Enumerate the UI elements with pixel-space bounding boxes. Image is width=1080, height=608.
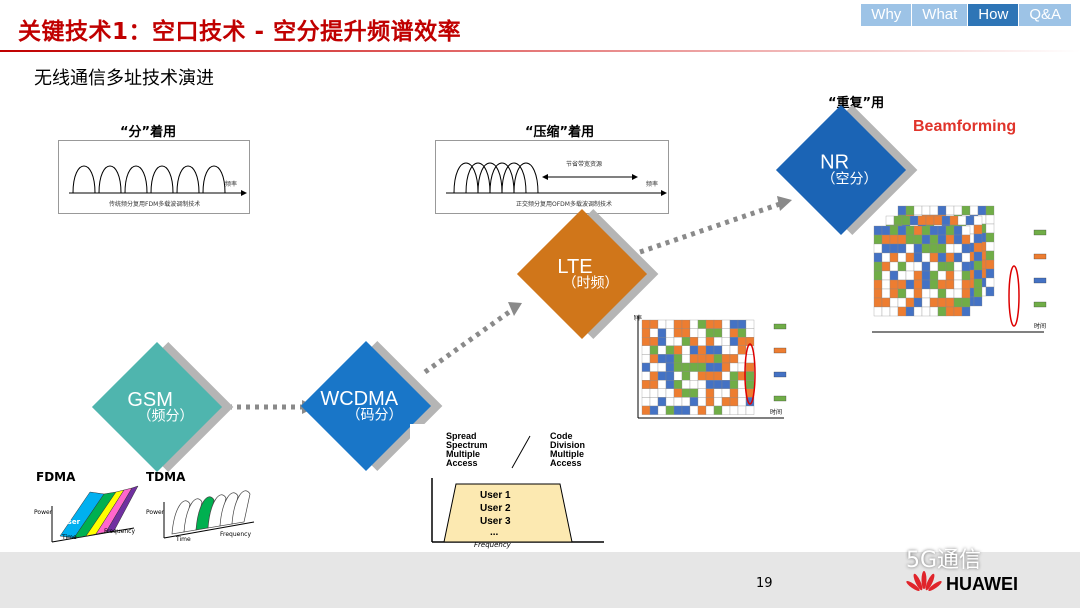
code-line-3: Multiple: [550, 449, 584, 459]
tdma-frequency-label: Frequency: [220, 531, 251, 538]
fdma-time-label: Time: [62, 534, 77, 541]
fdm-caption: “分”着用: [120, 125, 177, 140]
fdm-diagram: [69, 165, 247, 196]
cdma-user-1: User 1: [480, 490, 511, 501]
tdma-time-label: Time: [176, 536, 191, 543]
svg-text:时间: 时间: [1034, 322, 1046, 330]
cdma-user-3: User 3: [480, 516, 511, 527]
section-nav: Why What How Q&A: [861, 4, 1072, 26]
ofdm-caption: “压缩”着用: [525, 125, 595, 140]
huawei-logo-icon: [906, 571, 942, 591]
spread-line-3: Multiple: [446, 449, 480, 459]
fdma-label: FDMA: [36, 470, 76, 484]
title-divider: [0, 50, 1080, 52]
cdma-axis-label: Frequency: [474, 541, 511, 549]
fdma-power-label: Power: [34, 509, 53, 516]
cdma-diagram: [431, 478, 604, 543]
fdm-axis-label: 频率: [225, 181, 238, 188]
spread-line-2: Spectrum: [446, 440, 488, 450]
slide-subtitle: 无线通信多址技术演进: [34, 68, 214, 89]
wcdma-sub: （码分）: [346, 407, 403, 424]
slide-title: 关键技术1：空口技术 - 空分提升频谱效率: [18, 19, 462, 45]
footer-bar: [0, 552, 1080, 608]
fdm-panel: 频率 传统频分复用FDM多载波调制技术: [58, 140, 250, 214]
tab-why[interactable]: Why: [861, 4, 913, 26]
tab-how[interactable]: How: [968, 4, 1020, 26]
code-line-2: Division: [550, 440, 586, 450]
tdma-diagram: [163, 490, 255, 539]
gsm-sub: （频分）: [137, 408, 194, 425]
ofdm-footnote: 正交频分复用OFDM多载波调制技术: [516, 201, 612, 208]
code-line-1: Code: [550, 431, 573, 441]
nr-sub: （空分）: [821, 171, 878, 188]
svg-text:时间: 时间: [770, 408, 782, 416]
fdma-user-label: User: [62, 518, 81, 526]
spread-line-1: Spread: [446, 431, 477, 441]
cdma-code-text: Code Division Multiple Access: [550, 432, 585, 468]
svg-text:频率: 频率: [634, 314, 642, 322]
cdma-panel: Spread Spectrum Multiple Access Code Div…: [410, 424, 610, 550]
ofdm-diagram: [446, 162, 667, 196]
wechat-watermark: 5G通信: [906, 548, 982, 573]
fdma-diagram: [51, 485, 139, 543]
tab-qa[interactable]: Q&A: [1019, 4, 1072, 26]
page-number: 19: [756, 576, 773, 591]
spread-line-4: Access: [446, 458, 478, 468]
fdm-footnote: 传统频分复用FDM多载波调制技术: [109, 201, 201, 208]
cdma-user-2: User 2: [480, 503, 511, 514]
code-line-4: Access: [550, 458, 582, 468]
tdma-power-label: Power: [146, 509, 165, 516]
beamforming-label: Beamforming: [913, 118, 1017, 135]
lte-sub: （时频）: [562, 275, 619, 292]
fdma-frequency-label: Frequency: [104, 528, 135, 535]
ofdm-panel: 节省带宽资源 频率 正交频分复用OFDM多载波调制技术: [435, 140, 669, 214]
huawei-brand: HUAWEI: [946, 574, 1018, 594]
ofdm-axis-label: 频率: [646, 181, 659, 188]
cdma-spread-text: Spread Spectrum Multiple Access: [446, 432, 488, 468]
ofdm-note: 节省带宽资源: [566, 161, 603, 168]
tab-what[interactable]: What: [912, 4, 969, 26]
cdma-user-more: ...: [490, 527, 499, 538]
nr-resource-grids: 时间: [872, 205, 1047, 333]
tdma-label: TDMA: [146, 470, 186, 484]
lte-resource-grid: 时间 频率: [634, 314, 787, 419]
cdma-slash: [511, 435, 531, 469]
